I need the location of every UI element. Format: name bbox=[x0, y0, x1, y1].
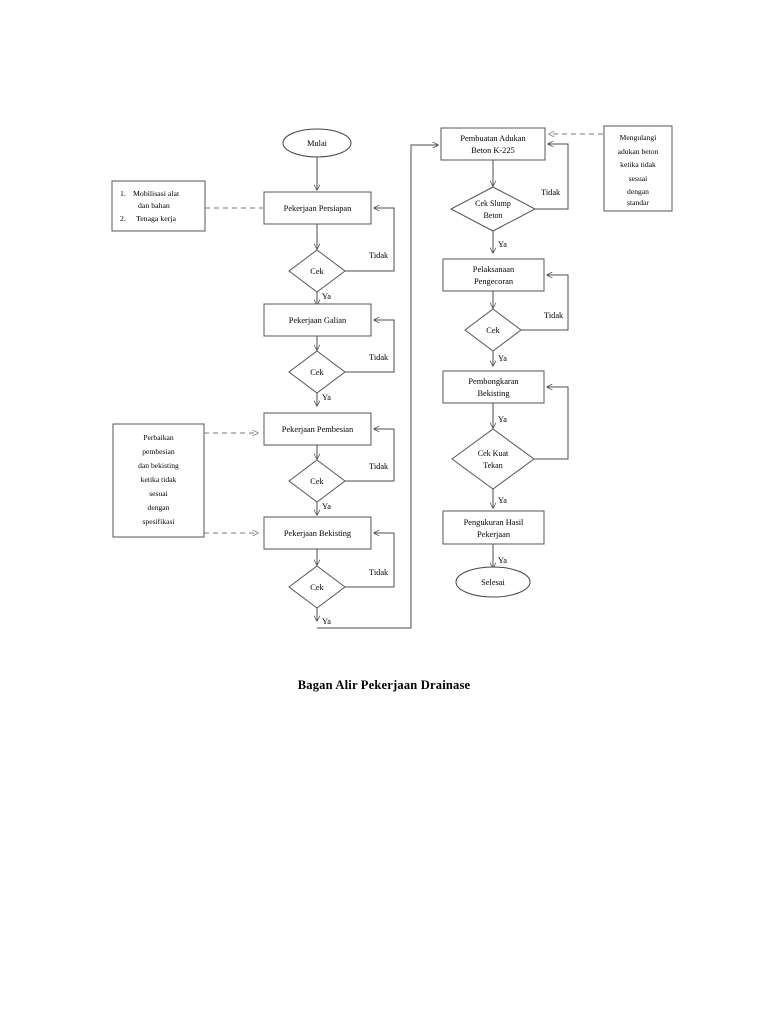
note-mengulangi-line5: dengan bbox=[627, 187, 649, 196]
node-pembuatan-adukan-label-2: Beton K-225 bbox=[471, 146, 515, 155]
node-pembuatan-adukan: Pembuatan Adukan Beton K-225 bbox=[440, 127, 546, 161]
edge-label-ya-1: Ya bbox=[322, 292, 331, 301]
figure-caption: Bagan Alir Pekerjaan Drainase bbox=[297, 678, 471, 692]
node-pengecoran-label-2: Pengecoran bbox=[474, 277, 514, 286]
node-cek-slump-label-2: Beton bbox=[483, 211, 502, 220]
note-mengulangi-line3: ketika tidak bbox=[620, 160, 656, 169]
node-selesai: Selesai bbox=[455, 566, 531, 598]
node-pekerjaan-bekisting-label: Pekerjaan Bekisting bbox=[284, 529, 352, 538]
edge-label-tidak-1: Tidak bbox=[369, 251, 389, 260]
node-pekerjaan-pembesian: Pekerjaan Pembesian bbox=[263, 412, 372, 446]
note-mobilisasi: 1. Mobilisasi alat dan bahan 2. Tenaga k… bbox=[111, 180, 206, 232]
edge-label-tidak-2: Tidak bbox=[369, 353, 389, 362]
node-pekerjaan-persiapan: Pekerjaan Persiapan bbox=[263, 191, 372, 225]
edge-cek1-tidak bbox=[345, 208, 395, 272]
note-mengulangi-line4: sesuai bbox=[629, 174, 648, 183]
edge-cekkuat-loop bbox=[534, 387, 569, 460]
node-cek-4: Cek bbox=[288, 565, 346, 609]
note-perbaikan-line2: pembesian bbox=[142, 447, 175, 456]
note-perbaikan: Perbaikan pembesian dan bekisting ketika… bbox=[112, 423, 205, 538]
note-mobilisasi-line3-num: 2. bbox=[120, 214, 126, 223]
node-cek-3: Cek bbox=[288, 459, 346, 503]
node-cek-kuat-label-1: Cek Kuat bbox=[478, 449, 509, 458]
node-pengukuran-hasil: Pengukuran Hasil Pekerjaan bbox=[442, 510, 545, 545]
note-mengulangi-line6: standar bbox=[627, 198, 649, 207]
edge-label-tidak-slump: Tidak bbox=[541, 188, 561, 197]
note-perbaikan-line5: sesuai bbox=[149, 489, 168, 498]
edge-cek3-tidak bbox=[345, 429, 395, 482]
note-mengulangi-line1: Mengulangi bbox=[620, 133, 657, 142]
node-mulai: Mulai bbox=[282, 128, 352, 158]
edge-label-tidak-3: Tidak bbox=[369, 462, 389, 471]
node-pekerjaan-bekisting: Pekerjaan Bekisting bbox=[263, 516, 372, 550]
node-bongkar-label-2: Bekisting bbox=[477, 389, 510, 398]
edge-cek4-to-adukan bbox=[317, 145, 438, 629]
edge-cek5-tidak bbox=[521, 275, 569, 331]
node-cek-slump-beton: Cek Slump Beton bbox=[449, 186, 537, 232]
node-cek-2-label: Cek bbox=[310, 368, 324, 377]
node-cek-5-label: Cek bbox=[486, 326, 500, 335]
edge-label-ya-slump: Ya bbox=[498, 240, 507, 249]
node-pembongkaran-bekisting: Pembongkaran Bekisting bbox=[442, 370, 545, 404]
note-perbaikan-line1: Perbaikan bbox=[143, 433, 174, 442]
node-cek-1-label: Cek bbox=[310, 267, 324, 276]
edge-label-tidak-4: Tidak bbox=[369, 568, 389, 577]
note-perbaikan-line3: dan bekisting bbox=[138, 461, 179, 470]
edge-cek4-tidak bbox=[345, 533, 395, 588]
node-bongkar-label-1: Pembongkaran bbox=[468, 377, 519, 386]
edge-label-ya-5: Ya bbox=[498, 354, 507, 363]
note-mobilisasi-line2-text: dan bahan bbox=[138, 201, 170, 210]
edge-label-ya-selesai: Ya bbox=[498, 556, 507, 565]
node-cek-4-label: Cek bbox=[310, 583, 324, 592]
edge-cekslump-tidak bbox=[535, 144, 569, 210]
node-cek-5: Cek bbox=[464, 308, 522, 352]
node-pekerjaan-galian: Pekerjaan Galian bbox=[263, 303, 372, 337]
note-mobilisasi-line3-text: Tenaga kerja bbox=[136, 214, 176, 223]
node-cek-slump-label-1: Cek Slump bbox=[475, 199, 511, 208]
node-cek-kuat-label-2: Tekan bbox=[483, 461, 502, 470]
node-pelaksanaan-pengecoran: Pelaksanaan Pengecoran bbox=[442, 258, 545, 292]
node-pembuatan-adukan-label-1: Pembuatan Adukan bbox=[460, 134, 526, 143]
note-perbaikan-line7: spesifikasi bbox=[142, 517, 174, 526]
node-pengukuran-label-1: Pengukuran Hasil bbox=[464, 518, 524, 527]
node-cek-1: Cek bbox=[288, 249, 346, 293]
node-pengecoran-label-1: Pelaksanaan bbox=[473, 265, 515, 274]
note-mengulangi-line2: adukan beton bbox=[618, 147, 659, 156]
note-mobilisasi-line1-num: 1. bbox=[120, 189, 126, 198]
node-mulai-label: Mulai bbox=[307, 139, 328, 148]
node-pekerjaan-pembesian-label: Pekerjaan Pembesian bbox=[282, 425, 354, 434]
note-perbaikan-line6: dengan bbox=[148, 503, 170, 512]
edge-cek2-tidak bbox=[345, 320, 395, 373]
edge-label-ya-kuat: Ya bbox=[498, 496, 507, 505]
node-cek-3-label: Cek bbox=[310, 477, 324, 486]
node-cek-2: Cek bbox=[288, 350, 346, 394]
edge-label-ya-2: Ya bbox=[322, 393, 331, 402]
node-pekerjaan-galian-label: Pekerjaan Galian bbox=[289, 316, 347, 325]
node-pengukuran-label-2: Pekerjaan bbox=[477, 530, 511, 539]
edge-label-ya-3: Ya bbox=[322, 502, 331, 511]
node-pekerjaan-persiapan-label: Pekerjaan Persiapan bbox=[284, 204, 352, 213]
note-mobilisasi-line1-text: Mobilisasi alat bbox=[133, 189, 180, 198]
note-mengulangi: Mengulangi adukan beton ketika tidak ses… bbox=[603, 125, 673, 212]
edge-label-ya-4: Ya bbox=[322, 617, 331, 626]
edge-label-tidak-5: Tidak bbox=[544, 311, 564, 320]
node-selesai-label: Selesai bbox=[481, 578, 505, 587]
node-cek-kuat-tekan: Cek Kuat Tekan bbox=[451, 428, 535, 490]
note-perbaikan-line4: ketika tidak bbox=[141, 475, 177, 484]
edge-label-ya-bongkar: Ya bbox=[498, 415, 507, 424]
